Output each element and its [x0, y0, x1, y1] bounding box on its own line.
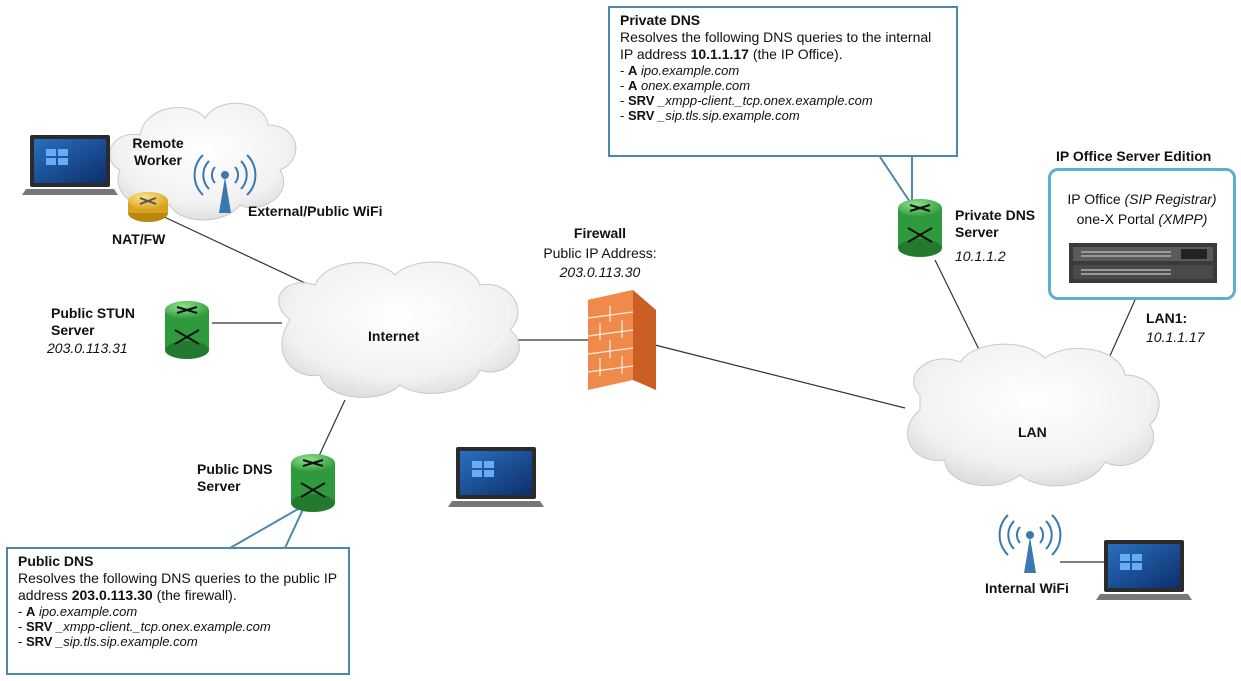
- public-dns-title: Public DNS: [18, 553, 94, 569]
- private-dns-record: - SRV _xmpp-client._tcp.onex.example.com: [620, 93, 873, 108]
- server-rack-icon: [1069, 243, 1217, 283]
- public-dns-callout: Public DNS Resolves the following DNS qu…: [6, 547, 350, 675]
- nat-router-icon: [128, 192, 168, 222]
- external-wifi-label: External/Public WiFi: [248, 203, 383, 219]
- link-internet-publicdns: [317, 399, 346, 459]
- ipo-edition-label: IP Office Server Edition: [1056, 148, 1212, 164]
- firewall-sub-label: Public IP Address:: [543, 245, 657, 261]
- remote-laptop-icon: [22, 135, 118, 195]
- private-dns-router-icon: [898, 199, 942, 257]
- public-dns-router-icon: [291, 454, 335, 512]
- public-dns-record: - A ipo.example.com: [18, 604, 138, 619]
- public-stun-ip: 203.0.113.31: [47, 340, 128, 356]
- remote-worker-cloud: [109, 102, 297, 221]
- public-dns-server-label: Public DNS Server: [197, 461, 273, 494]
- public-dns-description: Resolves the following DNS queries to th…: [18, 570, 337, 603]
- ipo-line2: one-X Portal (XMPP): [1076, 211, 1208, 227]
- link-firewall-lan: [654, 344, 906, 409]
- lan1-label: LAN1:: [1146, 310, 1188, 326]
- connection-lines: [159, 194, 1136, 563]
- internet-label: Internet: [368, 328, 420, 344]
- firewall-ip: 203.0.113.30: [559, 264, 641, 280]
- nat-fw-label: NAT/FW: [112, 231, 166, 247]
- internal-wifi-label: Internal WiFi: [985, 580, 1069, 596]
- private-dns-callout: Private DNS Resolves the following DNS q…: [608, 6, 958, 157]
- lan1-ip: 10.1.1.17: [1146, 329, 1205, 345]
- ipo-line1: IP Office (SIP Registrar): [1067, 191, 1217, 207]
- public-dns-record: - SRV _sip.tls.sip.example.com: [18, 634, 198, 649]
- private-dns-ip: 10.1.1.2: [955, 248, 1006, 264]
- stun-router-icon: [165, 301, 209, 359]
- remote-worker-label: Remote Worker: [132, 135, 184, 168]
- link-natfw-internet: [159, 214, 321, 291]
- private-dns-description: Resolves the following DNS queries to th…: [620, 29, 932, 62]
- center-laptop-icon: [448, 447, 544, 507]
- internet-cloud: [278, 261, 520, 398]
- external-wifi-icon: [193, 154, 257, 213]
- internal-laptop-icon: [1096, 540, 1192, 600]
- internal-wifi-icon: [998, 514, 1062, 573]
- public-dns-record: - SRV _xmpp-client._tcp.onex.example.com: [18, 619, 271, 634]
- lan-label: LAN: [1018, 424, 1047, 440]
- firewall-label: Firewall: [573, 225, 627, 241]
- ipo-server-box: IP Office (SIP Registrar) one-X Portal (…: [1048, 168, 1236, 300]
- private-dns-title: Private DNS: [620, 12, 701, 28]
- public-stun-label: Public STUN Server: [51, 305, 136, 338]
- lan-cloud: [907, 343, 1160, 487]
- private-dns-record: - A ipo.example.com: [620, 63, 740, 78]
- firewall-icon: [587, 290, 656, 390]
- private-dns-record: - A onex.example.com: [620, 78, 751, 93]
- private-dns-server-label: Private DNS Server: [955, 207, 1036, 240]
- private-dns-record: - SRV _sip.tls.sip.example.com: [620, 108, 800, 123]
